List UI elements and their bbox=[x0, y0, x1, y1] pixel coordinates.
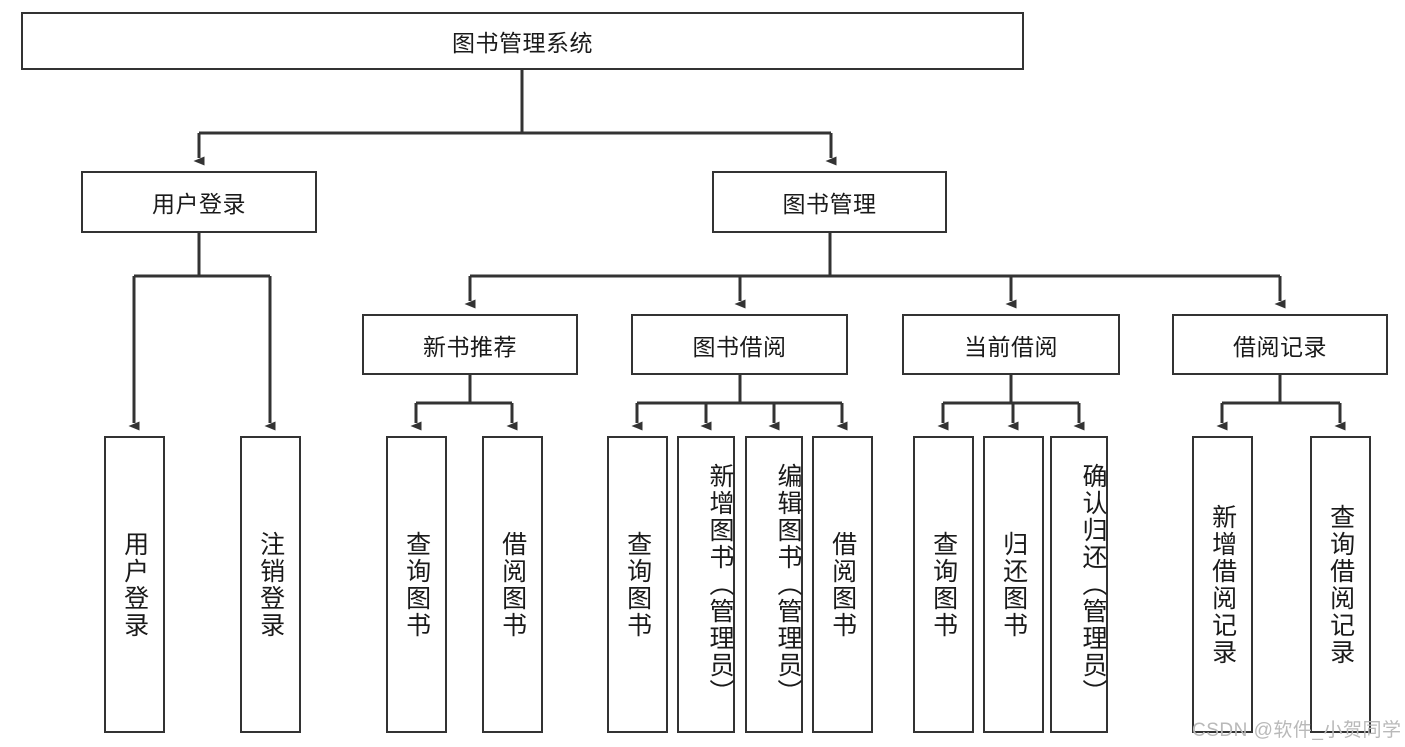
node-new-book-recommend[interactable]: 新书推荐 bbox=[362, 314, 578, 375]
leaf-add-book-admin-label: 新增图书（管理员） bbox=[706, 463, 734, 706]
leaf-return-book-label: 归还图书 bbox=[999, 530, 1028, 639]
leaf-add-book-admin[interactable]: 新增图书（管理员） bbox=[677, 436, 735, 733]
leaf-borrow-book-1-label: 借阅图书 bbox=[498, 530, 527, 639]
leaf-add-borrow-record[interactable]: 新增借阅记录 bbox=[1192, 436, 1253, 733]
leaf-borrow-book-2-label: 借阅图书 bbox=[828, 530, 857, 639]
leaf-user-logout[interactable]: 注销登录 bbox=[240, 436, 301, 733]
leaf-query-book-3-label: 查询图书 bbox=[929, 530, 958, 639]
node-new-book-recommend-label: 新书推荐 bbox=[423, 333, 517, 360]
leaf-query-borrow-record-label: 查询借阅记录 bbox=[1326, 503, 1355, 666]
leaf-query-borrow-record[interactable]: 查询借阅记录 bbox=[1310, 436, 1371, 733]
leaf-query-book-1[interactable]: 查询图书 bbox=[386, 436, 447, 733]
leaf-borrow-book-1[interactable]: 借阅图书 bbox=[482, 436, 543, 733]
node-book-borrow[interactable]: 图书借阅 bbox=[631, 314, 848, 375]
leaf-query-book-2-label: 查询图书 bbox=[623, 530, 652, 639]
node-book-borrow-label: 图书借阅 bbox=[692, 333, 787, 360]
leaf-user-login[interactable]: 用户登录 bbox=[104, 436, 165, 733]
leaf-return-book[interactable]: 归还图书 bbox=[983, 436, 1044, 733]
leaf-query-book-2[interactable]: 查询图书 bbox=[607, 436, 668, 733]
leaf-confirm-return-admin-label: 确认归还（管理员） bbox=[1079, 463, 1107, 706]
node-current-borrow-label: 当前借阅 bbox=[964, 333, 1058, 360]
node-user-login[interactable]: 用户登录 bbox=[81, 171, 317, 233]
node-book-management[interactable]: 图书管理 bbox=[712, 171, 947, 233]
leaf-edit-book-admin[interactable]: 编辑图书（管理员） bbox=[745, 436, 803, 733]
leaf-borrow-book-2[interactable]: 借阅图书 bbox=[812, 436, 873, 733]
node-root-label: 图书管理系统 bbox=[452, 30, 593, 56]
node-root[interactable]: 图书管理系统 bbox=[21, 12, 1024, 70]
leaf-add-borrow-record-label: 新增借阅记录 bbox=[1208, 503, 1237, 666]
node-borrow-records-label: 借阅记录 bbox=[1233, 333, 1327, 360]
node-current-borrow[interactable]: 当前借阅 bbox=[902, 314, 1120, 375]
leaf-user-login-label: 用户登录 bbox=[120, 530, 149, 639]
leaf-confirm-return-admin[interactable]: 确认归还（管理员） bbox=[1050, 436, 1108, 733]
leaf-user-logout-label: 注销登录 bbox=[256, 530, 285, 639]
node-borrow-records[interactable]: 借阅记录 bbox=[1172, 314, 1388, 375]
node-book-management-label: 图书管理 bbox=[782, 191, 877, 217]
leaf-query-book-1-label: 查询图书 bbox=[402, 530, 431, 639]
node-user-login-label: 用户登录 bbox=[152, 191, 246, 217]
csdn-watermark: CSDN @软件_小贺同学 bbox=[1192, 720, 1402, 741]
leaf-edit-book-admin-label: 编辑图书（管理员） bbox=[774, 463, 802, 706]
leaf-query-book-3[interactable]: 查询图书 bbox=[913, 436, 974, 733]
